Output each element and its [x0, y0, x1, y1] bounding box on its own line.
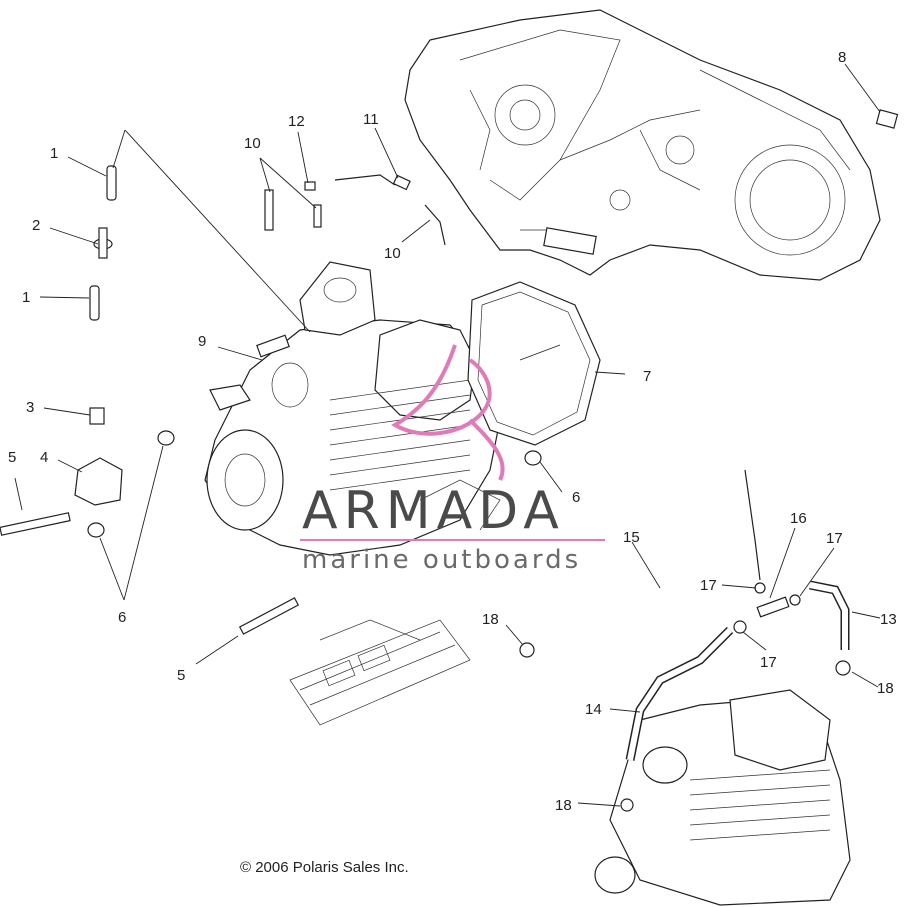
callout-16: 16: [790, 510, 807, 527]
callout-5a: 5: [8, 449, 16, 466]
callout-13: 13: [880, 611, 897, 628]
watermark: ARMADA marine outboards: [300, 481, 605, 575]
callout-17c: 17: [760, 654, 777, 671]
callout-labels: 1 2 1 3 4 5 6 5 9 10 12 11 10 8 7 6 15 1…: [8, 49, 897, 814]
transmission-housing: [404, 9, 881, 281]
callout-14: 14: [585, 701, 602, 718]
small-parts: [0, 109, 899, 812]
callout-7: 7: [643, 368, 651, 385]
callout-5b: 5: [177, 667, 185, 684]
callout-12: 12: [288, 113, 305, 130]
gasket: [467, 281, 601, 446]
watermark-brand: ARMADA: [302, 481, 565, 541]
watermark-tagline: marine outboards: [302, 545, 581, 575]
callout-18c: 18: [555, 797, 572, 814]
callout-6b: 6: [572, 489, 580, 506]
callout-11: 11: [363, 111, 379, 128]
callout-18a: 18: [482, 611, 499, 628]
copyright-notice: © 2006 Polaris Sales Inc.: [240, 859, 409, 876]
callout-2: 2: [32, 217, 40, 234]
watermark-ornament: [391, 344, 505, 481]
callout-18b: 18: [877, 680, 894, 697]
callout-17a: 17: [826, 530, 843, 547]
callout-3: 3: [26, 399, 34, 416]
callout-17b: 17: [700, 577, 717, 594]
callout-9: 9: [198, 333, 206, 350]
callout-10b: 10: [384, 245, 401, 262]
breather-hoses: [553, 469, 850, 761]
callout-15: 15: [623, 529, 640, 546]
callout-6a: 6: [118, 609, 126, 626]
engine-installed-view: [594, 689, 851, 906]
callout-1a: 1: [50, 145, 58, 162]
engine-assembly: [204, 261, 501, 556]
callout-4: 4: [40, 449, 48, 466]
callout-8: 8: [838, 49, 846, 66]
leader-lines: [14, 63, 881, 807]
callout-10a: 10: [244, 135, 261, 152]
callout-1b: 1: [22, 289, 30, 306]
frame-section: [289, 619, 471, 726]
